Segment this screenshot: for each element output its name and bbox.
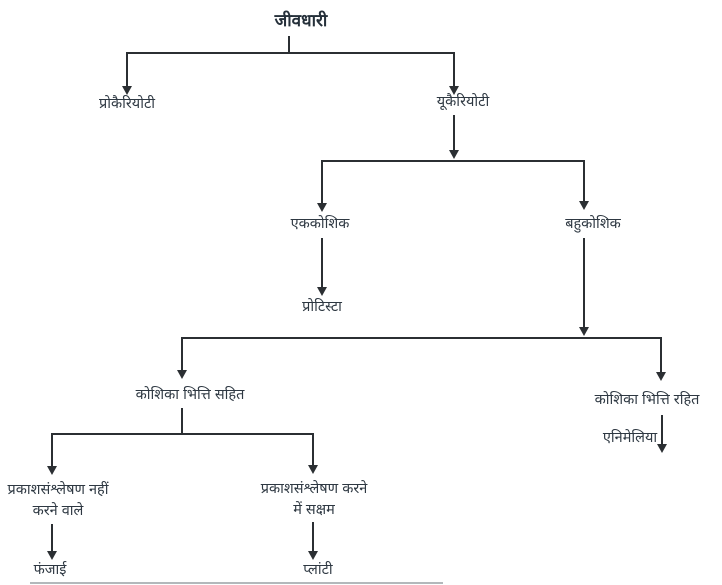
connector-root-stem xyxy=(288,36,290,53)
connector-cellwall-without-line xyxy=(660,337,662,373)
arrowhead-multicellular-icon xyxy=(579,201,589,210)
arrowhead-eukaryoti-stem-icon xyxy=(449,150,459,159)
connector-level2-horizontal xyxy=(321,160,585,162)
connector-non-photosynthetic-line xyxy=(51,433,53,467)
node-protista: प्रोटिस्टा xyxy=(302,299,342,315)
node-plantae: प्लांटी xyxy=(303,562,333,578)
arrowhead-fungi-icon xyxy=(47,551,57,560)
arrowhead-non-photosynthetic-icon xyxy=(47,466,57,475)
connector-plantae-line xyxy=(312,522,314,552)
node-multicellular: बहुकोशिक xyxy=(565,216,621,232)
connector-animalia-line xyxy=(661,415,663,445)
node-non-photosynthetic-line1: प्रकाशसंश्लेषण नहीं xyxy=(7,482,109,498)
arrowhead-eukaryoti-icon xyxy=(449,86,459,95)
arrowhead-prokaryoti-icon xyxy=(122,86,132,95)
node-photosynthetic-line2: में सक्षम xyxy=(293,502,335,519)
node-photosynthetic-line1: प्रकाशसंश्लेषण करने xyxy=(260,481,368,497)
page-bottom-partial-line xyxy=(30,582,443,584)
node-jivdhari: जीवधारी xyxy=(274,11,328,30)
connector-eukaryoti-stem xyxy=(453,115,455,152)
node-cellwall-with: कोशिका भित्ति सहित xyxy=(135,387,245,403)
arrowhead-cellwall-with-icon xyxy=(177,370,187,379)
connector-photosynthetic-line xyxy=(312,433,314,466)
node-non-photosynthetic-line2: करने वाले xyxy=(32,503,84,520)
connector-protista-line xyxy=(321,238,323,288)
connector-multicellular-stem xyxy=(583,238,585,328)
node-fungi: फंजाई xyxy=(33,562,67,578)
connector-eukaryoti-line xyxy=(453,52,455,87)
arrowhead-multicellular-stem-icon xyxy=(579,327,589,336)
connector-level1-horizontal xyxy=(126,52,455,54)
connector-fungi-line xyxy=(51,524,53,552)
node-cellwall-without: कोशिका भित्ति रहित xyxy=(594,392,700,408)
connector-prokaryoti-line xyxy=(126,52,128,87)
arrowhead-unicellular-icon xyxy=(317,203,327,212)
connector-cellwall-with-line xyxy=(181,337,183,371)
connector-cellwall-with-stem xyxy=(181,408,183,435)
node-eukaryoti: यूकैरियोटी xyxy=(436,94,490,110)
arrowhead-photosynthetic-icon xyxy=(308,465,318,474)
node-animalia: एनिमेलिया xyxy=(602,430,658,446)
arrowhead-animalia-icon xyxy=(657,444,667,453)
node-prokaryoti: प्रोकैरियोटी xyxy=(98,96,156,112)
node-unicellular: एककोशिक xyxy=(290,216,350,232)
connector-level3-horizontal xyxy=(181,337,662,339)
connector-unicellular-line xyxy=(321,160,323,204)
arrowhead-protista-icon xyxy=(317,287,327,296)
node-photosynthetic: प्रकाशसंश्लेषण करने में सक्षम xyxy=(261,479,368,521)
arrowhead-cellwall-without-icon xyxy=(656,372,666,381)
arrowhead-plantae-icon xyxy=(308,551,318,560)
connector-multicellular-line xyxy=(583,160,585,202)
node-non-photosynthetic: प्रकाशसंश्लेषण नहीं करने वाले xyxy=(7,480,108,522)
connector-level4-horizontal xyxy=(51,433,313,435)
